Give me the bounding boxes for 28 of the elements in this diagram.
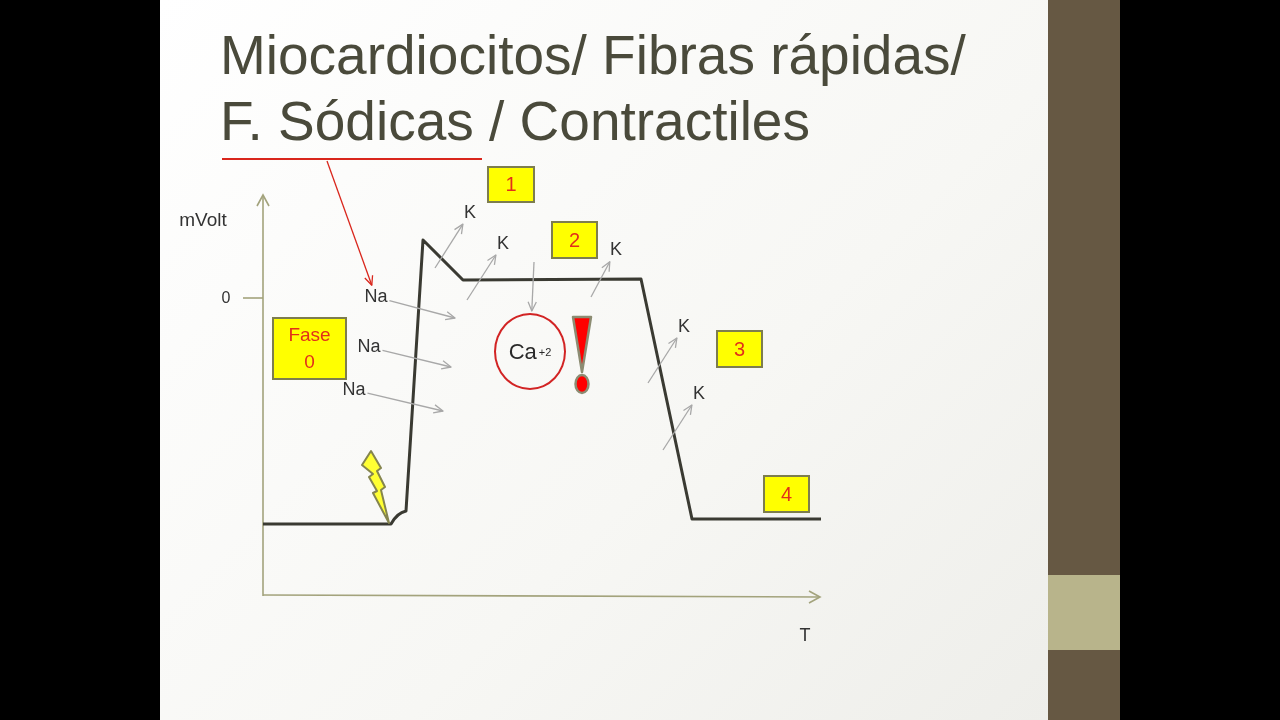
ion-label: Na [342,380,366,400]
slide-title: Miocardiocitos/ Fibras rápidas/ F. Sódicas / Contractiles [220,23,967,154]
arrow [527,261,537,312]
phase-box: 2 [551,221,598,259]
phase-box: Fase 0 [272,317,347,380]
arrow [466,254,497,301]
tick-label: 0 [221,289,231,307]
phase-box: 4 [763,475,810,513]
arrow [647,337,678,384]
ion-label: Na [357,337,381,357]
axis-label: mVolt [179,209,227,231]
arrow [326,160,374,286]
phase-box: 3 [716,330,763,368]
ion-label: Na [364,287,388,307]
phase-box: 1 [487,166,535,203]
ion-label: K [693,384,705,404]
axis-label: T [799,626,811,646]
arrow [366,392,444,414]
arrow [662,404,693,451]
arrow [388,299,456,321]
ion-label: K [678,317,690,337]
arrow [590,261,611,298]
ion-label: K [610,240,622,260]
arrow [381,349,452,370]
arrow [434,223,464,269]
ion-label: K [464,203,476,223]
ion-label: K [497,234,509,254]
ion-circle: Ca$^{+2}$ [494,313,566,390]
